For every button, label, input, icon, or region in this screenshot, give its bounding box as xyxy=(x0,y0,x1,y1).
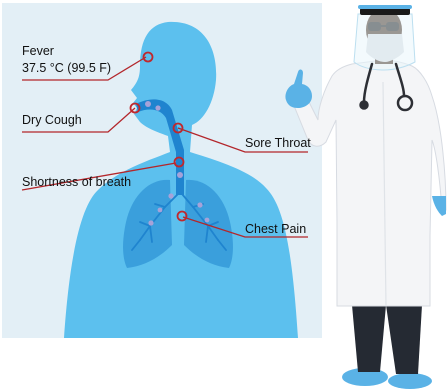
right-glove xyxy=(432,196,446,216)
virus-particle-icon xyxy=(205,218,210,223)
face-shield-icon xyxy=(354,14,415,70)
virus-particle-icon xyxy=(155,105,160,110)
right-shoe xyxy=(388,373,432,389)
fever-temperature: 37.5 °C (99.5 F) xyxy=(22,61,111,76)
shortness-of-breath-label: Shortness of breath xyxy=(22,175,131,190)
virus-particle-icon xyxy=(177,172,183,178)
virus-particle-icon xyxy=(168,193,173,198)
virus-particle-icon xyxy=(158,208,163,213)
virus-particle-icon xyxy=(145,101,151,107)
sore-throat-label: Sore Throat xyxy=(245,136,311,151)
face-shield-band xyxy=(360,8,410,15)
virus-particle-icon xyxy=(148,220,153,225)
chest-pain-label: Chest Pain xyxy=(245,222,306,237)
dry-cough-label: Dry Cough xyxy=(22,113,82,128)
fever-label: Fever xyxy=(22,44,54,59)
pants xyxy=(352,305,386,372)
virus-particle-icon xyxy=(197,202,202,207)
